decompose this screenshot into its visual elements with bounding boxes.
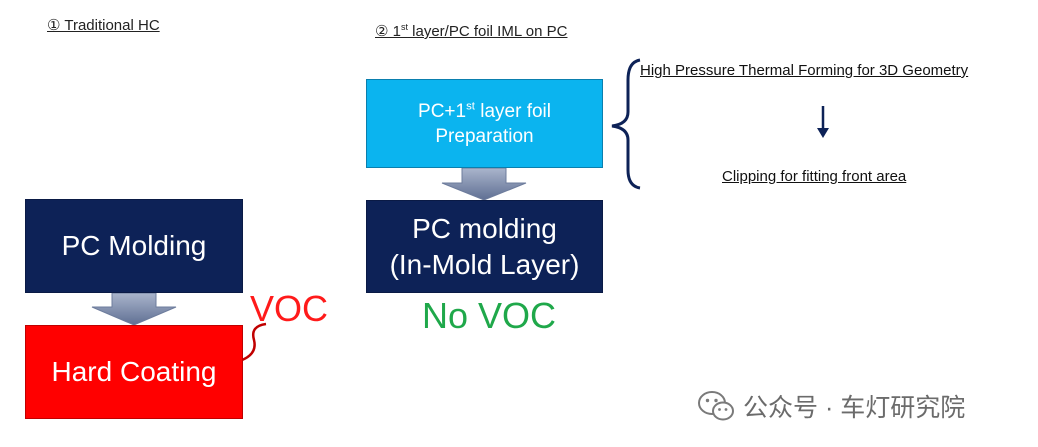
wechat-icon xyxy=(698,391,734,421)
box-pc-molding-iml: PC molding (In-Mold Layer) xyxy=(366,200,603,293)
heading-traditional-hc: ① Traditional HC xyxy=(47,17,160,34)
box-pc-molding-iml-line2: (In-Mold Layer) xyxy=(389,248,580,280)
flow-arrow-right xyxy=(441,167,527,201)
box-pc-molding: PC Molding xyxy=(25,199,243,293)
foil-line1-sup: st xyxy=(466,100,475,113)
voc-callout-line xyxy=(235,322,267,364)
note-thermal-forming: High Pressure Thermal Forming for 3D Geo… xyxy=(640,62,969,79)
voc-label: VOC xyxy=(250,288,329,329)
note-clipping: Clipping for fitting front area xyxy=(722,168,907,185)
box-foil-preparation-line1: PC+1st layer foil xyxy=(418,99,551,124)
box-foil-preparation-line2: Preparation xyxy=(435,125,534,147)
heading-iml-prefix: ② 1 xyxy=(375,23,401,40)
box-pc-molding-iml-line1: PC molding xyxy=(412,212,557,244)
watermark: 公众号 · 车灯研究院 xyxy=(697,388,965,424)
box-foil-preparation: PC+1st layer foil Preparation xyxy=(366,79,603,168)
box-hard-coating-label: Hard Coating xyxy=(51,356,217,387)
flow-arrow-left xyxy=(91,292,177,326)
watermark-text: 公众号 · 车灯研究院 xyxy=(743,394,966,422)
note-down-arrow-head xyxy=(817,128,829,138)
heading-iml-on-pc: ② 1st layer/PC foil IML on PC xyxy=(375,22,568,41)
no-voc-label: No VOC xyxy=(422,295,557,336)
heading-iml-sup: st xyxy=(400,22,408,32)
foil-line1-suffix: layer foil xyxy=(474,100,551,122)
box-hard-coating: Hard Coating xyxy=(25,325,243,419)
box-pc-molding-label: PC Molding xyxy=(61,230,207,261)
heading-iml-suffix: layer/PC foil IML on PC xyxy=(407,23,568,40)
foil-line1-prefix: PC+1 xyxy=(418,100,467,122)
curly-bracket xyxy=(611,58,641,190)
